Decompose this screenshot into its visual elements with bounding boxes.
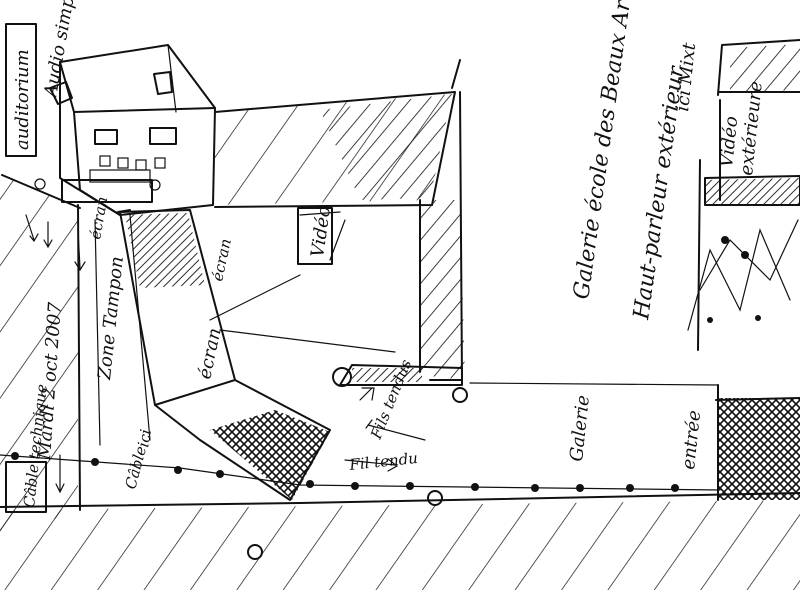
label-ici-mixt: ici Mixt: [672, 41, 700, 112]
cable-technique-box: [5, 461, 47, 513]
video-frame: [297, 207, 333, 265]
auditorium-seats: [34, 127, 177, 203]
speaker-icon: [49, 71, 173, 105]
label-video-center: Vidéo: [307, 205, 335, 259]
bottom-wall: [0, 492, 800, 590]
label-video-ext-2: extérieure: [736, 80, 767, 176]
label-ici-small: ici: [134, 428, 155, 449]
gallery-elevation: [687, 39, 800, 351]
label-ecran-center: écran: [208, 237, 235, 283]
label-ecran-main: écran: [194, 326, 225, 381]
auditorium-box: [34, 44, 216, 216]
label-entree: entrée: [678, 409, 705, 470]
label-galerie-ecole: Galerie école des Beaux Arts: [569, 0, 639, 301]
svg-text:Audio simple: Audio simple: [40, 0, 82, 101]
screen-panel: [117, 209, 331, 501]
arrow-icon: [55, 229, 426, 494]
center-pillar-wall: [332, 91, 468, 403]
auditorium-label: auditorium Audio simple: [5, 0, 82, 157]
corridor: [94, 211, 719, 446]
label-galerie: Galerie: [566, 394, 594, 462]
cable-line: [0, 452, 721, 560]
top-wall: [214, 59, 461, 208]
label-tampon: Zone Tampon: [94, 255, 128, 381]
label-cable-bottom: Câble: [121, 444, 150, 491]
entrance-block: [715, 384, 800, 501]
svg-text:auditorium: auditorium: [12, 49, 33, 150]
label-fil-tendu: Fil tendu: [348, 449, 419, 474]
